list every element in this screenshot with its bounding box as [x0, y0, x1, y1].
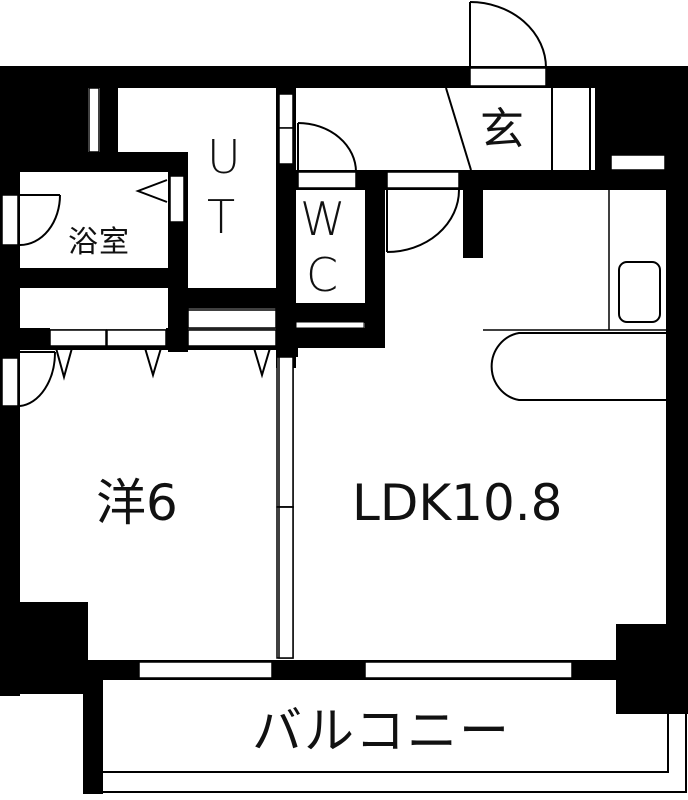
balcony-label: バルコニー: [252, 702, 511, 760]
balcony-rail: [103, 714, 669, 773]
closet-door-arrow-icon: [55, 347, 73, 381]
toilet-label-c: C: [306, 248, 339, 302]
bathroom-door-icon: [19, 194, 61, 246]
kitchen-counter: [490, 332, 666, 401]
sink-icon: [618, 261, 661, 323]
sliding-door-arrow-icon: [135, 179, 168, 203]
bathroom-label: 浴室: [68, 225, 130, 260]
ldk-door-icon: [386, 189, 460, 253]
ldk-label: LDK10.8: [352, 474, 563, 532]
utility-floor: [188, 88, 276, 288]
wc-door-icon: [297, 122, 357, 173]
rooms: [20, 88, 666, 790]
hall-floor: [296, 88, 596, 170]
toilet-floor: [296, 190, 365, 303]
entrance-label: 玄: [480, 104, 524, 155]
western-room-floor: [20, 350, 276, 602]
closet-door-arrow-icon: [253, 347, 271, 379]
fixtures: [19, 1, 687, 793]
utility-label-u: U: [207, 130, 241, 184]
western-door-icon: [19, 351, 57, 407]
closet-door-arrow-icon: [144, 347, 162, 379]
entrance-door-icon: [469, 1, 547, 69]
utility-label-t: T: [207, 190, 236, 244]
toilet-label-w: W: [300, 192, 346, 246]
western-room-label: 洋6: [96, 474, 178, 532]
